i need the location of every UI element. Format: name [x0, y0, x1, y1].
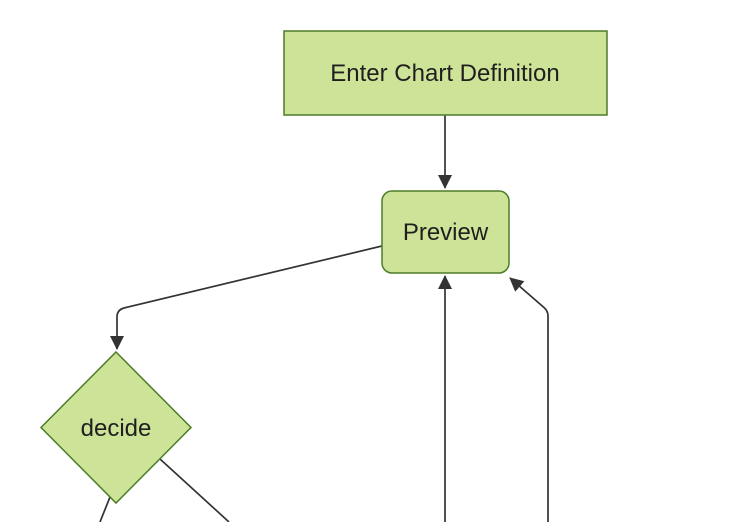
edge-decide-to-offscreen-bottom-left	[99, 496, 111, 522]
edge-preview-to-decide	[110, 245, 383, 350]
node-enter-chart-definition: Enter Chart Definition	[283, 30, 608, 116]
node-decide-label: decide	[81, 415, 152, 442]
node-preview-shape	[381, 190, 510, 274]
node-enter-chart-definition-label: Enter Chart Definition	[330, 60, 559, 87]
edge-decide-to-offscreen-bottom-right	[159, 458, 230, 522]
node-preview-label: Preview	[403, 219, 489, 246]
node-decide-shape	[39, 350, 193, 505]
node-enter-chart-definition-shape	[283, 30, 608, 116]
node-decide: decide	[39, 350, 193, 505]
edge-offscreen-bottom-right-to-preview	[509, 277, 549, 522]
node-preview: Preview	[381, 190, 510, 274]
